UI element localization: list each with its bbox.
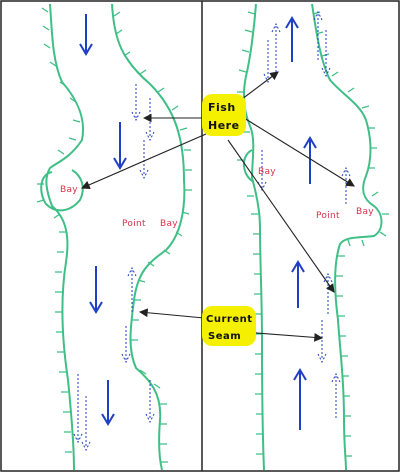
right-eddy-arrows <box>257 10 351 420</box>
eddy-arrow <box>263 40 273 84</box>
flow-arrow-up <box>303 136 317 184</box>
eddy-arrow <box>139 140 149 180</box>
eddy-arrow <box>313 10 323 60</box>
current-seam-callout: Current Seam <box>202 306 256 346</box>
leader-to-right-lower-eddy <box>227 139 335 293</box>
flow-arrow-down <box>101 380 115 426</box>
eddy-arrow <box>73 374 83 444</box>
fish-here-line1: Fish <box>208 101 236 114</box>
leader-to-right-bay <box>243 117 355 187</box>
right-point-label: Point <box>316 211 340 221</box>
right-river-east-bank <box>311 3 383 471</box>
flow-arrow-down <box>89 266 103 314</box>
left-bay-label: Bay <box>60 185 78 195</box>
eddy-arrow <box>321 30 331 78</box>
flow-arrow-up <box>285 16 299 62</box>
right-river-west-hatching <box>237 11 263 455</box>
eddy-arrow <box>341 166 351 204</box>
right-flow-arrows <box>285 16 317 430</box>
eddy-arrow <box>145 380 155 424</box>
leader-to-left-seam <box>138 308 205 319</box>
left-point-label: Point <box>122 219 146 229</box>
fish-here-highlight <box>202 94 246 136</box>
leader-to-left-bay <box>80 133 207 189</box>
eddy-arrow <box>257 150 267 192</box>
current-seam-leader-lines <box>138 308 324 342</box>
flow-arrow-up <box>293 368 307 430</box>
right-bay-lower-label: Bay <box>356 207 374 217</box>
eddy-arrow <box>121 326 131 364</box>
leader-to-right-seam <box>243 331 324 342</box>
current-seam-highlight <box>202 306 256 346</box>
left-eddy-arrows <box>73 84 155 452</box>
fish-here-line2: Here <box>208 119 240 132</box>
left-river-east-hatching <box>113 11 192 463</box>
right-river-west-bay-shore <box>243 149 255 183</box>
left-river-west-hatching <box>36 7 81 453</box>
eddy-arrow <box>331 372 341 420</box>
fish-here-callout: Fish Here <box>202 94 246 136</box>
eddy-arrow <box>271 22 281 72</box>
left-river <box>36 3 192 471</box>
eddy-arrow <box>145 98 155 142</box>
left-river-east-bank <box>111 3 186 471</box>
left-bay2-label: Bay <box>160 219 178 229</box>
left-river-west-bank <box>45 3 84 471</box>
right-river-west-bank <box>242 3 265 471</box>
current-seam-line1: Current <box>206 314 253 325</box>
fish-here-leader-lines <box>80 71 355 293</box>
right-river <box>237 3 389 471</box>
right-bay-upper-label: Bay <box>258 167 276 177</box>
left-flow-arrows <box>79 14 127 426</box>
eddy-arrow <box>317 320 327 364</box>
eddy-arrow <box>81 396 91 452</box>
eddy-arrow <box>127 266 137 312</box>
eddy-arrow <box>323 272 333 316</box>
flow-arrow-up <box>291 260 305 308</box>
eddy-arrow <box>131 84 141 122</box>
current-seam-line2: Seam <box>208 331 241 342</box>
flow-arrow-down <box>113 122 127 170</box>
leader-to-right-upper-eddy <box>237 71 279 103</box>
flow-arrow-down <box>79 14 93 56</box>
